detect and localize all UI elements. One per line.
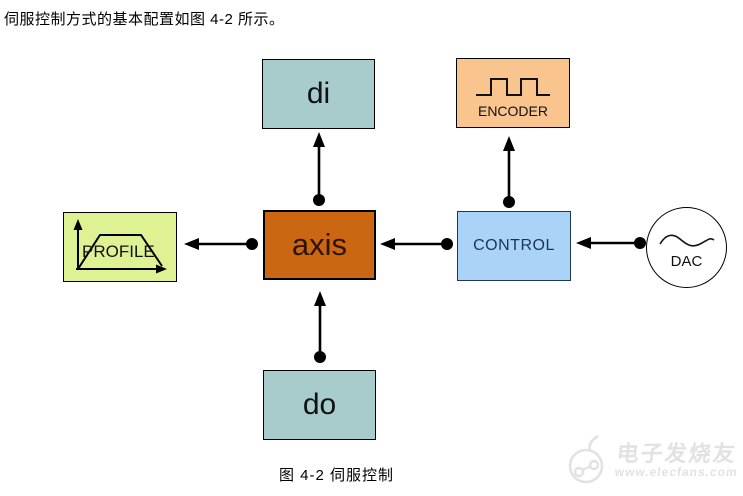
arrow-do-to-axis	[314, 291, 326, 363]
node-control-label: CONTROL	[473, 237, 555, 254]
watermark-text: 电子发烧友 www.elecfans.com	[614, 440, 741, 479]
node-do-label: do	[302, 388, 337, 421]
watermark: 电子发烧友 www.elecfans.com	[566, 432, 739, 488]
intro-text: 伺服控制方式的基本配置如图 4-2 所示。	[4, 11, 285, 28]
node-di-label: di	[306, 77, 331, 110]
node-profile: PROFILE	[63, 212, 177, 282]
node-dac: DAC	[646, 207, 727, 288]
arrow-control-to-encoder	[503, 136, 515, 208]
square-wave-icon	[476, 77, 550, 96]
velocity-profile-icon: PROFILE	[73, 219, 167, 274]
watermark-site-name: 电子发烧友	[615, 440, 739, 466]
node-axis: axis	[263, 210, 376, 280]
node-control: CONTROL	[457, 211, 571, 281]
elecfans-logo-icon	[568, 434, 604, 484]
node-di: di	[262, 59, 375, 129]
watermark-site-url: www.elecfans.com	[614, 464, 739, 479]
node-profile-label: PROFILE	[82, 242, 155, 261]
node-do: do	[263, 370, 376, 440]
arrow-axis-to-di	[313, 132, 325, 206]
node-encoder-label: ENCODER	[477, 102, 548, 119]
figure-caption: 图 4-2 伺服控制	[279, 467, 395, 484]
arrow-dac-to-control	[576, 237, 646, 249]
node-dac-label: DAC	[670, 253, 703, 270]
node-axis-label: axis	[291, 227, 348, 262]
arrow-control-to-axis	[380, 238, 453, 250]
arrow-axis-to-profile	[184, 238, 258, 250]
node-encoder: ENCODER	[456, 58, 570, 128]
sine-wave-icon	[658, 234, 714, 247]
